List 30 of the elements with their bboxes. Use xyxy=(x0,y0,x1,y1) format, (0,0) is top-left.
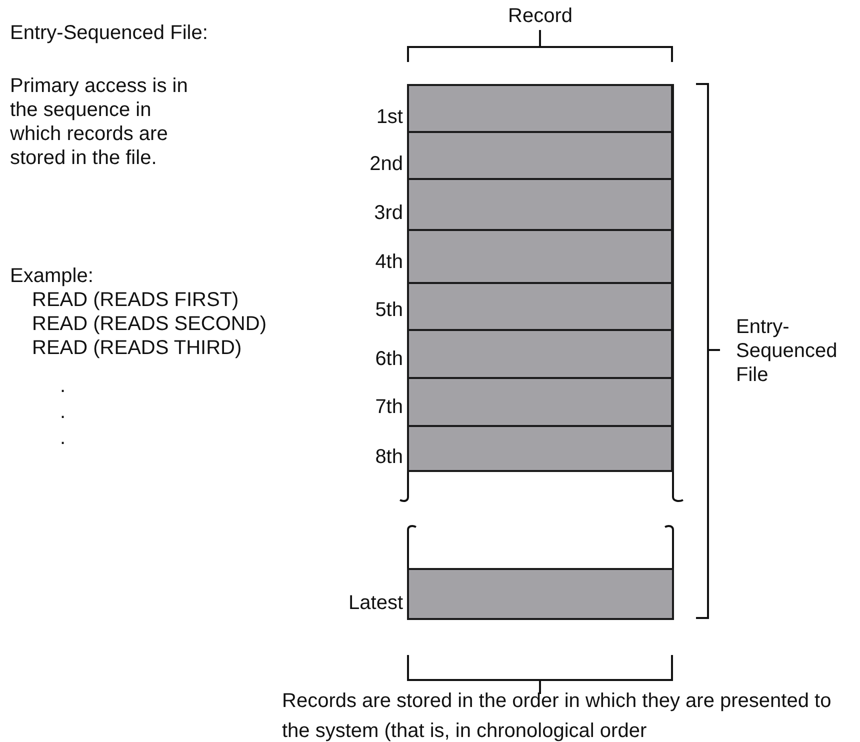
record-row xyxy=(407,282,674,331)
ellipsis-dot: . xyxy=(60,400,66,424)
row-label: 6th xyxy=(375,347,403,371)
row-label: Latest xyxy=(348,591,403,615)
row-label: 1st xyxy=(376,105,403,129)
record-row xyxy=(407,131,674,180)
description: Primary access is in the sequence in which records are stored in the file. xyxy=(10,74,189,170)
ellipsis-dot: . xyxy=(60,374,66,398)
bracket-label: Record xyxy=(508,4,572,28)
row-label: 4th xyxy=(375,250,403,274)
code-line: READ (READS SECOND) xyxy=(32,312,266,336)
row-label: 5th xyxy=(375,298,403,322)
code-line: READ (READS THIRD) xyxy=(32,336,242,360)
record-row xyxy=(407,229,674,284)
record-row xyxy=(407,84,674,133)
code-line: READ (READS FIRST) xyxy=(32,288,239,312)
caption-text: Records are stored in the order in which they are presented to the system (that is, in chronological order xyxy=(282,689,832,742)
bracket-label: Entry- Sequenced File xyxy=(736,315,838,387)
heading: Example: xyxy=(10,264,94,288)
record-row xyxy=(407,178,674,231)
row-label: 8th xyxy=(375,445,403,469)
heading: Entry-Sequenced File: xyxy=(10,21,208,45)
record-row xyxy=(407,377,674,427)
record-row xyxy=(407,425,674,472)
ellipsis-dot: . xyxy=(60,426,66,450)
row-label: 2nd xyxy=(370,152,403,176)
record-row xyxy=(407,568,674,620)
record-row xyxy=(407,329,674,379)
row-label: 7th xyxy=(375,395,403,419)
row-label: 3rd xyxy=(374,201,403,225)
